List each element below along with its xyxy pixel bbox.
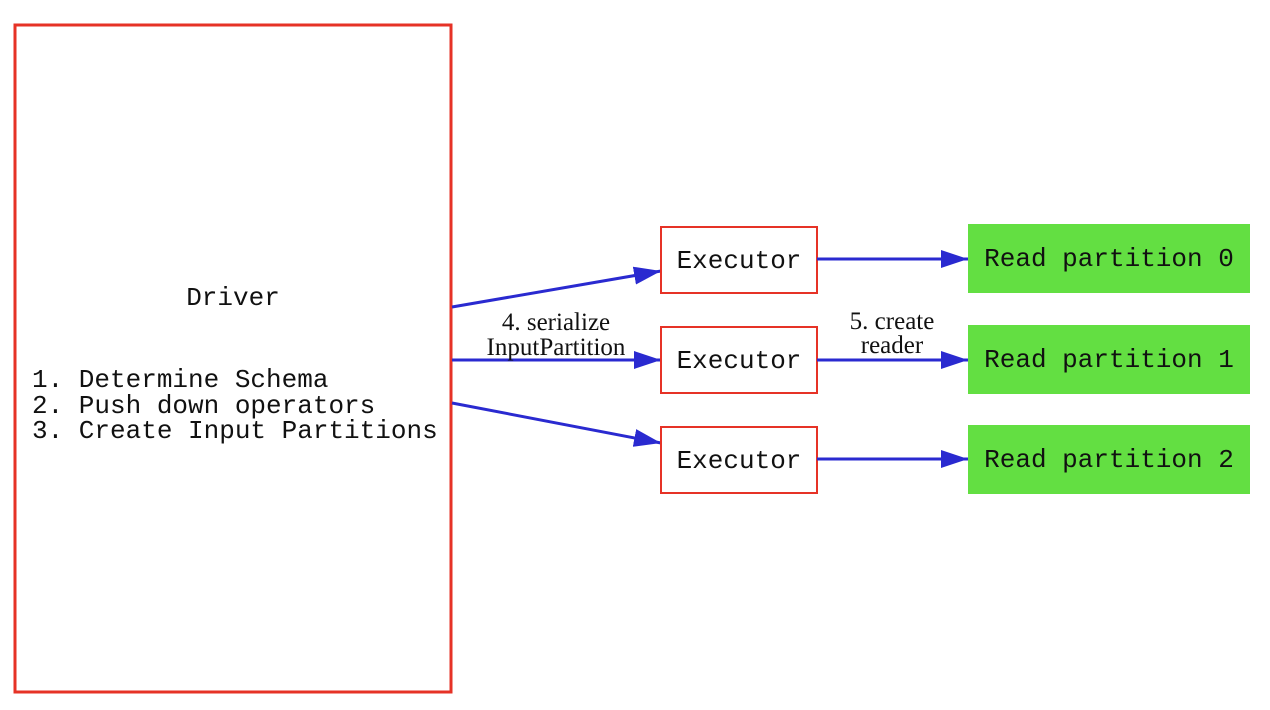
edge-label-create-reader-line1: 5. create	[850, 308, 935, 335]
edge-label-create-reader-line2: reader	[861, 332, 924, 359]
partition-box-2	[968, 425, 1250, 494]
partition-box-1	[968, 325, 1250, 394]
executor-label-2: Executor	[677, 346, 802, 376]
arrow-driver-to-executor-3	[451, 401, 662, 447]
partition-label-2: Read partition 2	[984, 445, 1234, 475]
driver-step-2: 2. Push down operators	[32, 391, 375, 421]
partition-box-0	[968, 224, 1250, 293]
executor-box-3	[660, 426, 818, 494]
partition-label-1: Read partition 1	[984, 345, 1234, 375]
driver-step-1: 1. Determine Schema	[32, 365, 328, 395]
executor-box-2	[660, 326, 818, 394]
partition-label-0: Read partition 0	[984, 244, 1234, 274]
executor-label-1: Executor	[677, 246, 802, 276]
edge-label-serialize-line1: 4. serialize	[502, 309, 610, 336]
arrow-driver-to-executor-1	[451, 266, 662, 309]
edge-label-serialize-line2: InputPartition	[487, 334, 626, 361]
executor-label-3: Executor	[677, 446, 802, 476]
driver-step-3: 3. Create Input Partitions	[32, 416, 438, 446]
driver-title: Driver	[186, 283, 280, 313]
driver-box	[13, 23, 453, 694]
executor-box-1	[660, 226, 818, 294]
